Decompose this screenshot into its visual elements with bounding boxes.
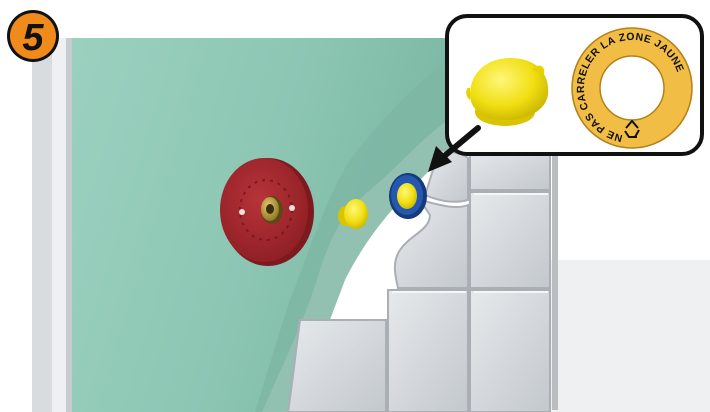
inset-label-ring: NE PAS CARRELER LA ZONE JAUNE — [572, 28, 692, 148]
step-number: 5 — [22, 17, 44, 59]
blue-ring-cap — [389, 173, 427, 219]
parts-inset: NE PAS CARRELER LA ZONE JAUNE — [447, 16, 702, 154]
left-frame — [32, 38, 72, 412]
step-badge: 5 — [7, 10, 59, 62]
